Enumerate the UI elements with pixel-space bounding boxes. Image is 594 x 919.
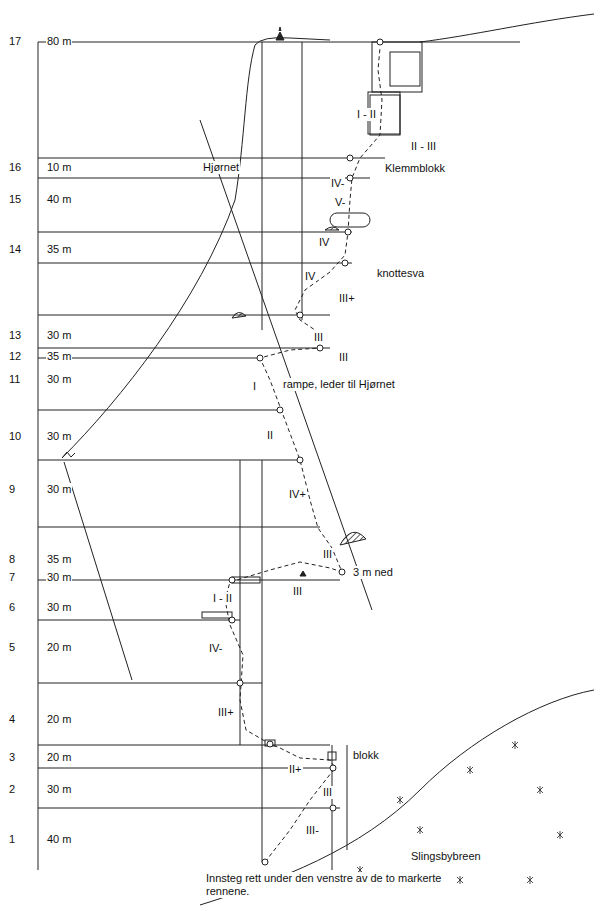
route-label: III+ [338, 292, 356, 305]
pitch-number: 14 [8, 243, 22, 256]
route-label: Innsteg rett under den venstre av de to … [205, 872, 457, 898]
route-label: II+ [288, 763, 303, 776]
pitch-number: 16 [8, 161, 22, 174]
route-label: I - II [356, 108, 377, 121]
route-label: I [252, 380, 257, 393]
pitch-length: 35 m [46, 553, 72, 566]
pitch-length: 30 m [46, 571, 72, 584]
pitch-length: 30 m [46, 329, 72, 342]
pitch-number: 3 [8, 751, 16, 764]
pitch-number: 2 [8, 783, 16, 796]
snow-mark [527, 876, 533, 884]
snow-mark [557, 831, 563, 839]
route-label: rampe, leder til Hjørnet [282, 378, 396, 391]
route-label: III [338, 351, 349, 364]
pitch-length: 40 m [46, 833, 72, 846]
pitch-number: 4 [8, 713, 16, 726]
pitch-length: 30 m [46, 483, 72, 496]
pitch-number: 8 [8, 553, 16, 566]
pitch-length: 30 m [46, 373, 72, 386]
route-label: III [292, 585, 303, 598]
pitch-length: 10 m [46, 161, 72, 174]
snow-mark [457, 876, 463, 884]
route-label: IV [318, 236, 330, 249]
snow-mark [397, 796, 403, 804]
route-label: IV [304, 270, 316, 283]
pitch-length: 80 m [46, 35, 72, 48]
pitch-number: 13 [8, 329, 22, 342]
route-label: Hjørnet [202, 161, 240, 174]
pitch-length: 35 m [46, 350, 72, 363]
pitch-number: 9 [8, 483, 16, 496]
route-label: V- [334, 196, 346, 209]
route-label: knottesva [376, 267, 425, 280]
pitch-number: 11 [8, 373, 21, 386]
pitch-length: 30 m [46, 430, 72, 443]
route-label: II [266, 429, 274, 442]
pitch-number: 12 [8, 350, 22, 363]
route-label: IV+ [288, 488, 307, 501]
route-label: Klemmblokk [384, 162, 446, 175]
pitch-number: 17 [8, 35, 22, 48]
route-label: III+ [217, 706, 235, 719]
route-label: II - III [410, 140, 437, 153]
pitch-number: 10 [8, 430, 22, 443]
snow-mark [512, 741, 518, 749]
snow-mark [537, 786, 543, 794]
snow-mark [417, 826, 423, 834]
pitch-length: 30 m [46, 783, 72, 796]
pitch-length: 35 m [46, 243, 72, 256]
route-label: I - II [212, 592, 233, 605]
route-label: III- [305, 824, 320, 837]
pitch-length: 20 m [46, 641, 72, 654]
pitch-number: 1 [8, 833, 16, 846]
route-label: IV- [330, 177, 345, 190]
snow-mark [467, 766, 473, 774]
route-label: III [322, 786, 333, 799]
pitch-length: 30 m [46, 601, 72, 614]
pitch-number: 7 [8, 571, 16, 584]
route-label: IV- [208, 642, 223, 655]
pitch-number: 15 [8, 193, 22, 206]
pitch-length: 20 m [46, 713, 72, 726]
route-label: 3 m ned [352, 566, 394, 579]
pitch-number: 6 [8, 601, 16, 614]
pitch-length: 20 m [46, 751, 72, 764]
route-label: III [313, 331, 324, 344]
pitch-number: 5 [8, 641, 16, 654]
route-label: Slingsbybreen [410, 850, 482, 863]
route-label: blokk [352, 749, 380, 762]
route-label: III [322, 548, 333, 561]
pitch-length: 40 m [46, 193, 72, 206]
